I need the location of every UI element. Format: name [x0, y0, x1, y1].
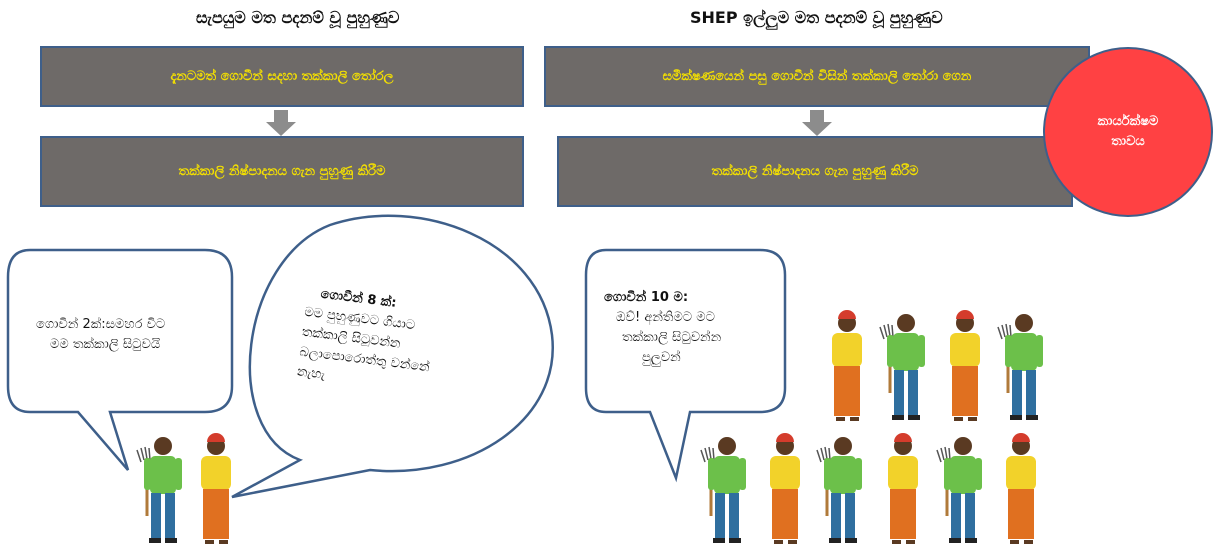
farmer-front-4	[888, 433, 918, 544]
farmer-front-6	[1006, 433, 1036, 544]
left-heading: සැපයුම මත පදනම් වූ පුහුණුව	[196, 8, 400, 27]
right-step-1-label: සමීක්ෂණයෙන් පසු ගොවීන් විසින් තක්කාලි තෝ…	[662, 69, 972, 84]
bubble-3-line-3: පුලුවන්	[642, 350, 681, 365]
farmer-green-left	[135, 435, 184, 545]
farmer-front-3	[815, 435, 864, 545]
farmer-front-1	[699, 435, 748, 545]
farmer-front-5	[935, 435, 984, 545]
farmer-back-4	[996, 312, 1045, 422]
speech-bubble-2	[231, 214, 554, 499]
right-step-2-label: තක්කාලි නිෂ්පාදනය ගැන පුහුණු කිරීම	[711, 164, 919, 179]
bubble-3-text: ගොවීන් 10 ම: ඔව්! අන්තිමට මට තක්කාලි සිට…	[604, 288, 721, 368]
left-down-arrow	[266, 110, 296, 136]
left-step-box-2: තක්කාලි නිෂ්පාදනය ගැන පුහුණු කිරීම	[40, 136, 524, 207]
right-down-arrow	[802, 110, 832, 136]
farmer-yellow-left	[201, 433, 231, 544]
efficiency-label: කාර්යක්ෂම තාවය	[1097, 114, 1159, 149]
bubble-1-line-1: ගොවීන් 2ක්:සමහර විට	[36, 317, 166, 332]
bubble-3-speaker: ගොවීන් 10 ම:	[604, 290, 689, 305]
farmer-back-3	[950, 310, 980, 421]
efficiency-circle: කාර්යක්ෂම තාවය	[1043, 47, 1213, 217]
farmer-back-2	[878, 312, 927, 422]
farmer-front-2	[770, 433, 800, 544]
right-heading: SHEP ඉල්ලුම මත පදනම් වූ පුහුණුව	[690, 8, 943, 27]
farmer-back-1	[832, 310, 862, 421]
bubble-1-text: ගොවීන් 2ක්:සමහර විට මම තක්කාලි සිටුවයි	[36, 315, 165, 355]
bubble-3-line-2: තක්කාලි සිටුවන්න	[622, 330, 722, 345]
bubble-1-line-2: මම තක්කාලි සිටුවයි	[50, 337, 161, 352]
bubble-3-line-1: ඔව්! අන්තිමට මට	[616, 310, 715, 325]
right-step-box-1: සමීක්ෂණයෙන් පසු ගොවීන් විසින් තක්කාලි තෝ…	[544, 46, 1090, 107]
left-step-2-label: තක්කාලි නිෂ්පාදනය ගැන පුහුණු කිරීම	[178, 164, 386, 179]
speech-bubble-1	[6, 248, 234, 471]
right-step-box-2: තක්කාලි නිෂ්පාදනය ගැන පුහුණු කිරීම	[557, 136, 1073, 207]
speech-bubble-3	[584, 248, 787, 483]
left-step-box-1: දැනටමත් ගොවීන් සදහා තක්කාලි තෝරල	[40, 46, 524, 107]
left-step-1-label: දැනටමත් ගොවීන් සදහා තක්කාලි තෝරල	[170, 69, 394, 84]
